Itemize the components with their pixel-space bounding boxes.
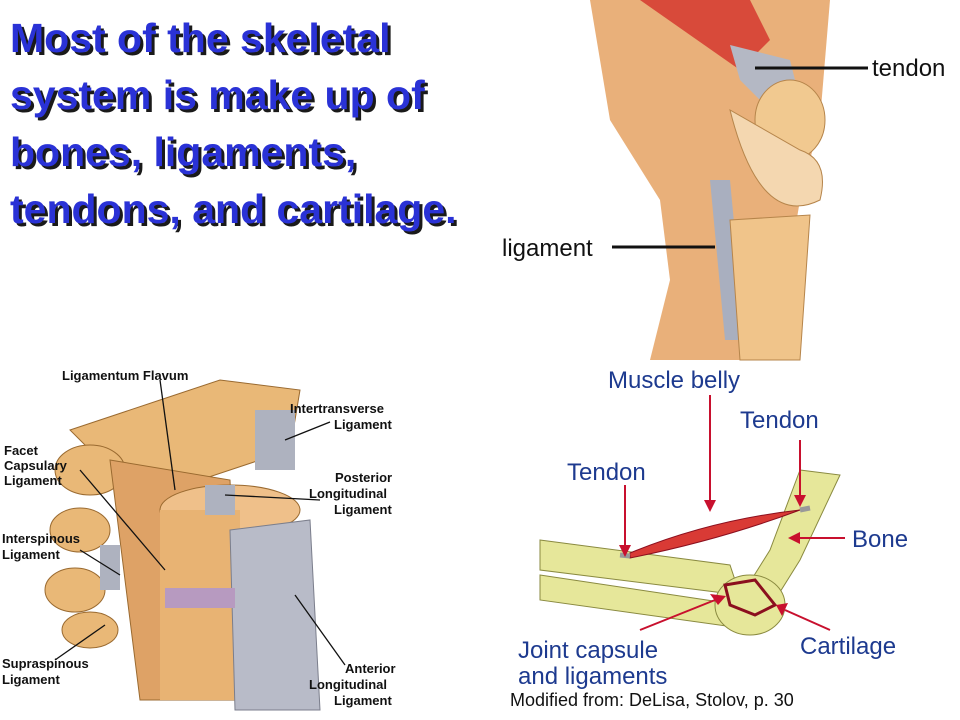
- elbow-label-cartilage: Cartilage: [800, 633, 896, 660]
- spine-label-facet-1: Facet: [4, 443, 39, 458]
- knee-label-tendon: tendon: [872, 55, 945, 82]
- spine-label-anterior-2: Longitudinal: [309, 677, 387, 692]
- spine-label-ligamentum-flavum: Ligamentum Flavum: [62, 368, 188, 383]
- slide-title: Most of the skeletal system is make up o…: [10, 15, 457, 232]
- spine-label-intertransverse-1: Intertransverse: [290, 401, 384, 416]
- spine-label-supraspinous-2: Ligament: [2, 672, 60, 687]
- knee-label-ligament: ligament: [502, 235, 593, 262]
- elbow-label-tendon-right: Tendon: [740, 407, 819, 434]
- anterior-ligament: [229, 519, 321, 711]
- elbow-illustration: Muscle belly Tendon Tendon Bone Joint ca…: [518, 367, 908, 690]
- spine-label-facet-3: Ligament: [4, 473, 62, 488]
- elbow-label-bone: Bone: [852, 526, 908, 553]
- spine-label-supraspinous-1: Supraspinous: [2, 656, 89, 671]
- spine-label-anterior-1: Anterior: [345, 661, 396, 676]
- spine-label-posterior-1: Posterior: [335, 470, 392, 485]
- elbow-label-joint-capsule-2: and ligaments: [518, 663, 667, 690]
- elbow-label-joint-capsule-1: Joint capsule: [518, 637, 658, 664]
- spine-label-facet-2: Capsulary: [4, 458, 68, 473]
- spine-label-interspinous-1: Interspinous: [2, 531, 80, 546]
- image-credit: Modified from: DeLisa, Stolov, p. 30: [510, 690, 794, 710]
- elbow-label-tendon-left: Tendon: [567, 459, 646, 486]
- spine-label-interspinous-2: Ligament: [2, 547, 60, 562]
- elbow-label-muscle-belly: Muscle belly: [608, 367, 740, 394]
- spine-label-anterior-3: Ligament: [334, 693, 392, 708]
- spine-illustration: Ligamentum Flavum Intertransverse Ligame…: [2, 368, 396, 711]
- knee-illustration: tendon ligament: [502, 0, 945, 361]
- spine-label-posterior-2: Longitudinal: [309, 486, 387, 501]
- spine-label-posterior-3: Ligament: [334, 502, 392, 517]
- spine-label-intertransverse-2: Ligament: [334, 417, 392, 432]
